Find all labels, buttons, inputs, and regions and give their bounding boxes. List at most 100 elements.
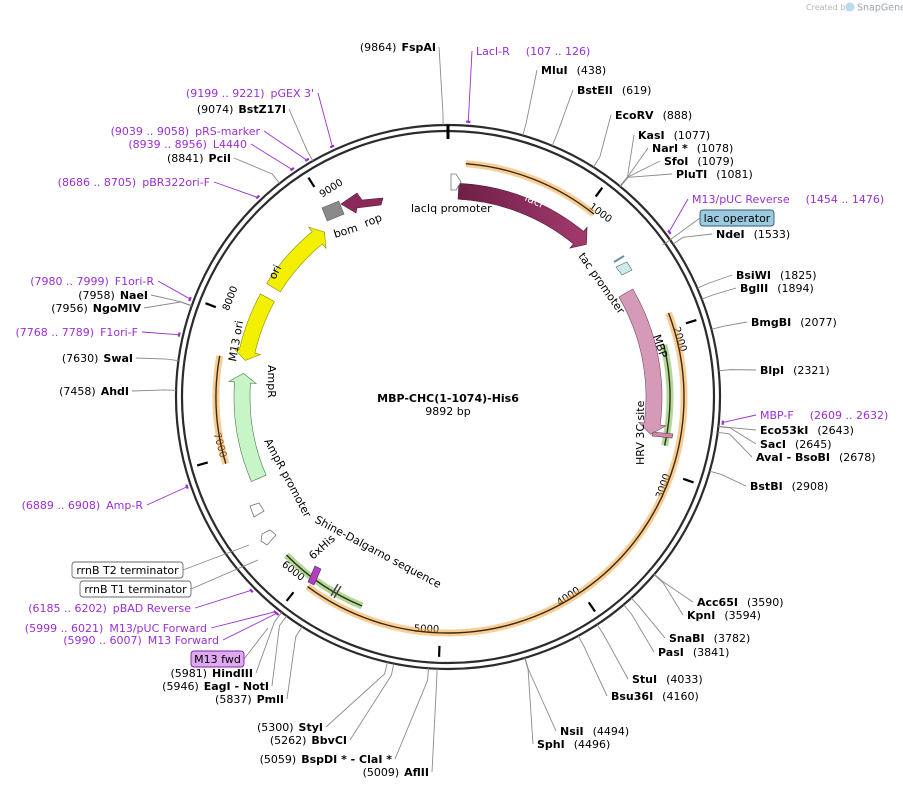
- primer-range: (5999 .. 6021): [25, 622, 104, 635]
- site-leader: [288, 108, 314, 162]
- site-name[interactable]: Bsu36I: [611, 690, 653, 703]
- site-name[interactable]: PciI: [209, 152, 231, 165]
- primer[interactable]: MBP-F(2609 .. 2632): [721, 409, 888, 425]
- primer[interactable]: pRS-marker(9039 .. 9058): [111, 125, 310, 162]
- primer[interactable]: M13/pUC Reverse(1454 .. 1476): [667, 193, 885, 235]
- site-position: (4496): [574, 738, 611, 751]
- mbp-feature[interactable]: [618, 288, 667, 435]
- primer[interactable]: M13 Forward(5990 .. 6007): [63, 611, 280, 647]
- snapgene-logo-icon: [845, 2, 855, 12]
- site-name[interactable]: BlpI: [760, 364, 784, 377]
- site-position: (1081): [716, 168, 753, 181]
- site-name[interactable]: NaeI: [120, 289, 148, 302]
- site-name[interactable]: KasI: [638, 129, 665, 142]
- site-leader: [271, 615, 287, 687]
- site-name[interactable]: NgoMIV: [93, 302, 142, 315]
- site-leader: [596, 624, 629, 680]
- primer[interactable]: Amp-R(6889 .. 6908): [22, 484, 189, 512]
- site-name[interactable]: PmlI: [257, 693, 284, 706]
- site-leader: [551, 89, 574, 146]
- site-name[interactable]: EcoRV: [615, 109, 654, 122]
- site-name[interactable]: SacI: [760, 438, 786, 451]
- primer[interactable]: pBR322ori-F(8686 .. 8705): [58, 176, 261, 200]
- site-name[interactable]: AflII: [404, 766, 429, 779]
- site-leader: [711, 321, 748, 330]
- primer-range: (1454 .. 1476): [806, 193, 885, 206]
- hrv-3c-site-feature[interactable]: [651, 431, 674, 439]
- primer[interactable]: pBAD Reverse(6185 .. 6202): [28, 588, 254, 615]
- site-name[interactable]: AhdI: [101, 385, 129, 398]
- boxed-feature-label[interactable]: rrnB T2 terminator: [71, 544, 250, 579]
- boxed-feature-label[interactable]: rrnB T1 terminator: [79, 559, 259, 598]
- site-name[interactable]: Eco53kI: [760, 424, 808, 437]
- primer[interactable]: F1ori-F(7768 .. 7789): [16, 326, 181, 339]
- his-tag-feature[interactable]: [307, 565, 322, 586]
- boxed-label-text: rrnB T1 terminator: [84, 583, 187, 596]
- tac-promoter-feature[interactable]: [615, 261, 633, 276]
- primer[interactable]: LacI-R(107 .. 126): [466, 45, 590, 124]
- primer-name: F1ori-F: [100, 326, 138, 339]
- site-position: (3841): [693, 646, 730, 659]
- ampr-promoter-label: AmpR promoter: [261, 436, 314, 520]
- boxed-feature-label[interactable]: M13 fwd: [190, 627, 269, 668]
- lacIq-promoter-feature[interactable]: [450, 173, 462, 191]
- site-name[interactable]: Acc65I: [697, 596, 738, 609]
- site-name[interactable]: BmgBI: [751, 316, 791, 329]
- site-name[interactable]: BspDI * - ClaI *: [301, 753, 392, 766]
- restriction-sites: MluI(438)BstEII(619)EcoRV(888)KasI(1077)…: [51, 41, 875, 779]
- primer[interactable]: L4440(8939 .. 8956): [128, 138, 295, 172]
- boxed-label-text: M13 fwd: [194, 653, 241, 666]
- primer-leader: [317, 92, 333, 148]
- site-name[interactable]: HindIII: [212, 667, 253, 680]
- site-position: (7956): [51, 302, 88, 315]
- site-name[interactable]: KpnI: [687, 609, 715, 622]
- primer[interactable]: pGEX 3'(9199 .. 9221): [186, 87, 335, 149]
- primer-leader: [157, 280, 192, 300]
- primer[interactable]: M13/pUC Forward (5999 .. 6021): [25, 610, 278, 635]
- site-name[interactable]: BstBI: [750, 480, 783, 493]
- site-leader: [709, 470, 747, 487]
- ori-feature[interactable]: [266, 226, 327, 293]
- primer-name: pRS-marker: [195, 125, 260, 138]
- site-position: (2321): [793, 364, 830, 377]
- m13-ori-feature[interactable]: [232, 293, 275, 361]
- site-name[interactable]: BbvCI: [311, 734, 347, 747]
- primer-leader: [141, 331, 181, 336]
- primer-leader: [146, 485, 189, 506]
- boxed-feature-label[interactable]: lac operator: [662, 209, 775, 246]
- primer[interactable]: F1ori-R(7980 .. 7999): [30, 275, 192, 302]
- site-name[interactable]: BsiWI: [736, 269, 771, 282]
- primer-name: M13/pUC Forward: [109, 622, 207, 635]
- site-name[interactable]: SnaBI: [669, 632, 705, 645]
- ampr-promoter-feature[interactable]: [260, 529, 277, 546]
- bom-feature[interactable]: [321, 200, 345, 222]
- site-name[interactable]: FspAI: [401, 41, 436, 54]
- site-name[interactable]: BstZ17I: [238, 103, 286, 116]
- site-name[interactable]: AvaI - BsoBI: [756, 451, 830, 464]
- ampr-feature[interactable]: [227, 373, 267, 482]
- lacI-feature[interactable]: [457, 182, 588, 249]
- site-name[interactable]: NarI *: [652, 142, 688, 155]
- site-name[interactable]: EagI - NotI: [204, 680, 269, 693]
- site-name[interactable]: PasI: [658, 646, 684, 659]
- primer-name: M13 Forward: [148, 634, 219, 647]
- site-position: (619): [622, 84, 652, 97]
- site-name[interactable]: StyI: [299, 721, 323, 734]
- his-tag-label: 6xHis: [306, 532, 338, 562]
- site-leader: [697, 274, 733, 289]
- site-name[interactable]: BstEII: [577, 84, 613, 97]
- site-name[interactable]: StuI: [632, 673, 657, 686]
- site-name[interactable]: NsiI: [560, 725, 584, 738]
- rop-feature[interactable]: [340, 192, 384, 214]
- site-leader: [522, 69, 538, 136]
- site-position: (2678): [839, 451, 876, 464]
- site-name[interactable]: NdeI: [716, 228, 745, 241]
- site-name[interactable]: MluI: [541, 64, 568, 77]
- site-name[interactable]: SfoI: [664, 155, 688, 168]
- site-name[interactable]: BglII: [740, 282, 768, 295]
- site-name[interactable]: SphI: [537, 738, 565, 751]
- site-name[interactable]: SwaI: [103, 352, 133, 365]
- site-name[interactable]: PluTI: [676, 168, 707, 181]
- site-position: (9864): [360, 41, 397, 54]
